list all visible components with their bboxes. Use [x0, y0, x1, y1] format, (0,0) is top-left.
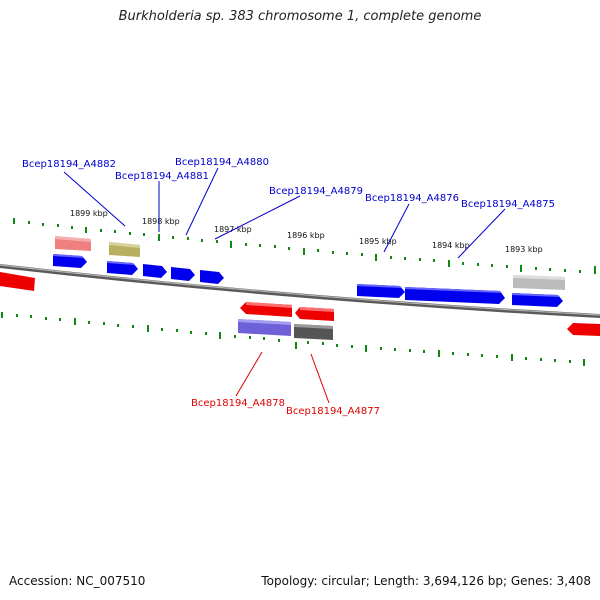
gene-label-top[interactable]: Bcep18194_A4879: [269, 186, 363, 197]
kbp-label: 1895 kbp: [359, 237, 397, 246]
gene-label-top[interactable]: Bcep18194_A4876: [365, 193, 459, 204]
kbp-label: 1893 kbp: [505, 245, 543, 254]
kbp-label: 1894 kbp: [432, 241, 470, 250]
genome-summary-text: Topology: circular; Length: 3,694,126 bp…: [261, 574, 591, 588]
gene-label-top[interactable]: Bcep18194_A4881: [115, 171, 209, 182]
kbp-label: 1898 kbp: [142, 217, 180, 226]
gene-arrow-red[interactable]: [567, 323, 600, 336]
gene-arrow-blue[interactable]: [171, 267, 195, 281]
top-leader-lines: [63, 167, 506, 259]
gene-label-top[interactable]: Bcep18194_A4880: [175, 157, 269, 168]
map-title: Burkholderia sp. 383 chromosome 1, compl…: [118, 9, 482, 24]
inner-tick-row: [1, 312, 585, 366]
forward-genes: [53, 254, 563, 307]
gene-arrow-blue[interactable]: [143, 264, 167, 278]
gene-label-bottom[interactable]: Bcep18194_A4877: [286, 406, 380, 417]
accession-text: Accession: NC_007510: [9, 574, 146, 588]
reverse-genes: [0, 272, 600, 336]
kbp-label: 1899 kbp: [70, 209, 108, 218]
gene-arrow-red[interactable]: [0, 272, 35, 291]
bottom-leader-lines: [235, 351, 330, 404]
gene-label-top[interactable]: Bcep18194_A4882: [22, 159, 116, 170]
gene-arrow-blue[interactable]: [200, 270, 224, 284]
outer-tick-row: [13, 218, 596, 274]
chromosome-backbone: [0, 264, 600, 318]
kbp-label: 1896 kbp: [287, 231, 325, 240]
gene-label-bottom[interactable]: Bcep18194_A4878: [191, 398, 285, 409]
gene-label-top[interactable]: Bcep18194_A4875: [461, 199, 555, 210]
